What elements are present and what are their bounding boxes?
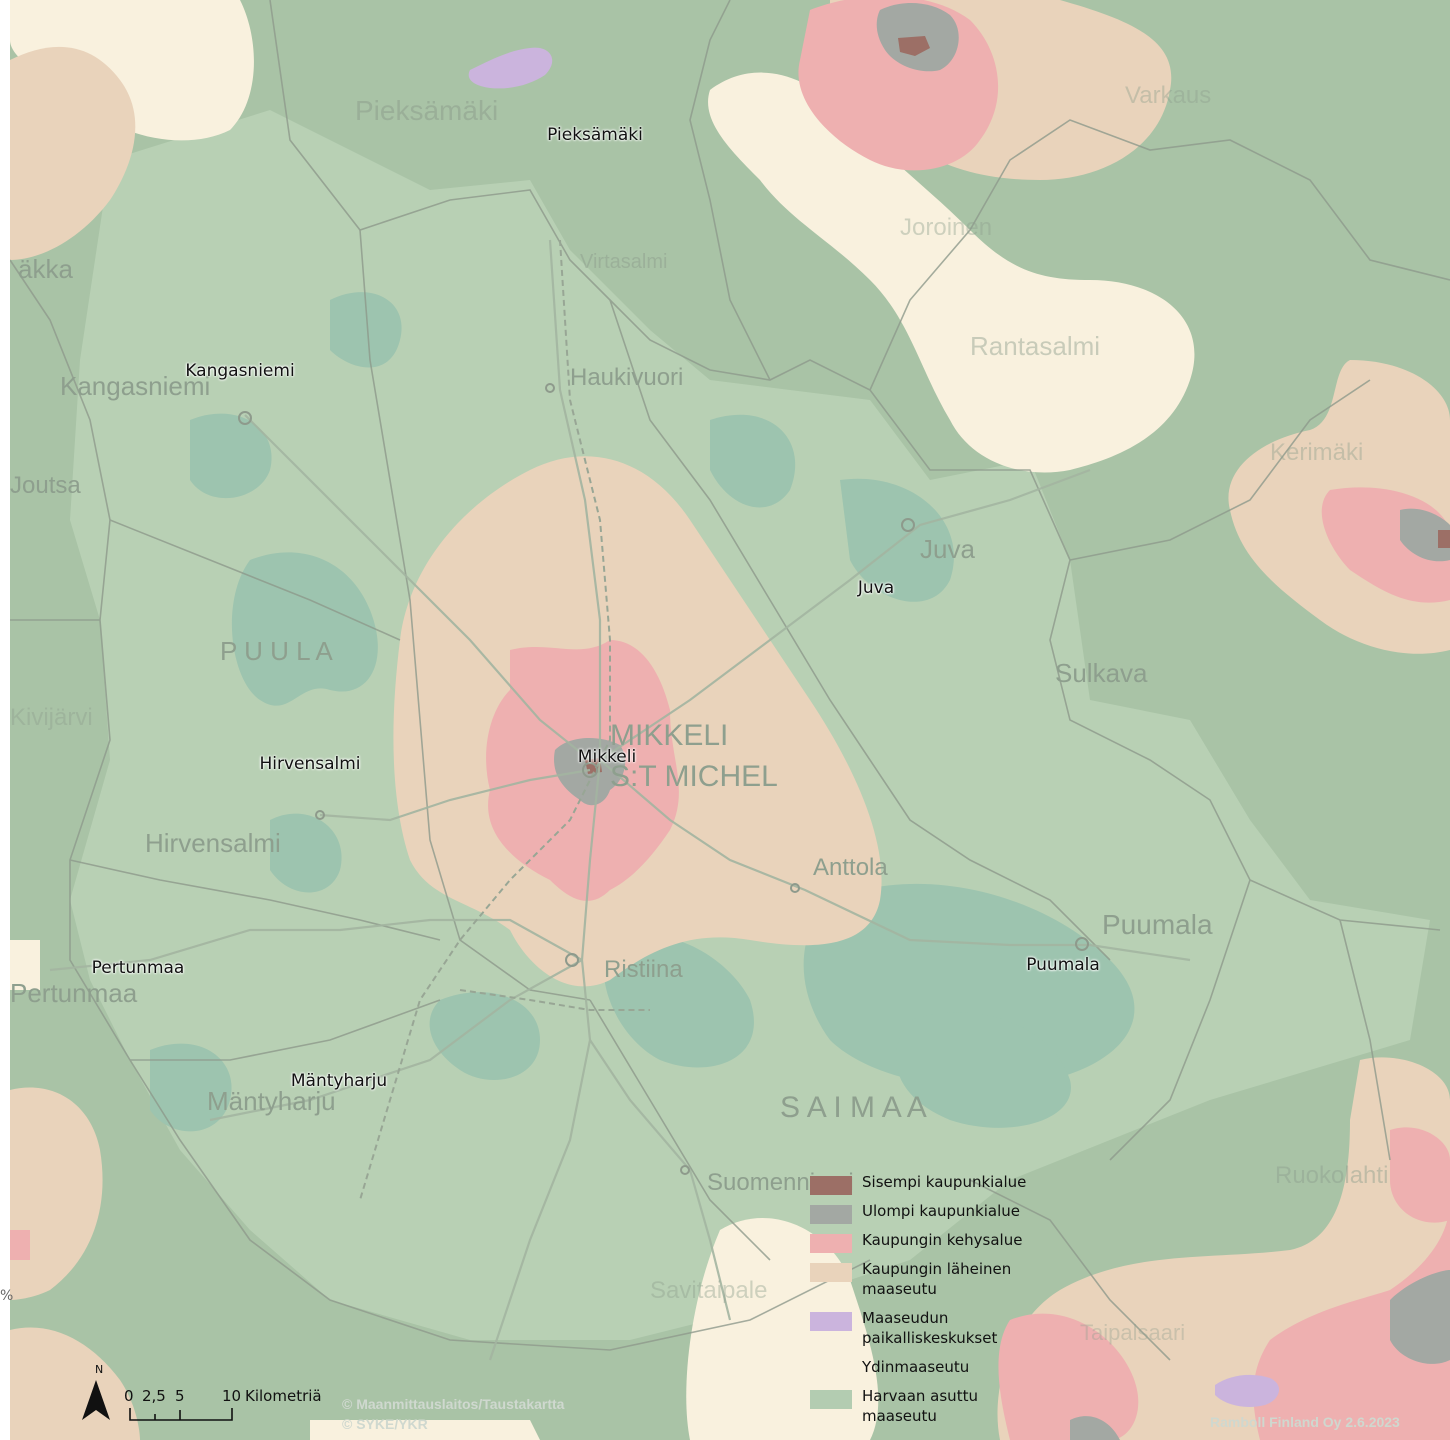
basemap-label-mikkeli: MIKKELI — [610, 719, 728, 752]
legend-item: Maaseudun paikalliskeskukset — [810, 1308, 1050, 1348]
place-label-pertunmaa: Pertunmaa — [91, 958, 185, 978]
legend-label: Harvaan asuttu maaseutu — [862, 1387, 978, 1425]
place-label-juva: Juva — [857, 578, 895, 598]
municipal-borders — [10, 0, 1450, 1361]
local-centres — [468, 47, 1280, 1407]
basemap-label-kangasniemi: Kangasniemi — [60, 371, 210, 401]
basemap-label-ristiina: Ristiina — [604, 956, 683, 983]
legend-item: Ydinmaaseutu — [810, 1357, 1050, 1380]
basemap-label-imatra: Taipalsaari — [1080, 1320, 1185, 1345]
legend-label: Ydinmaaseutu — [862, 1358, 970, 1376]
legend-swatch — [810, 1205, 852, 1224]
core-rural-areas — [10, 0, 1195, 1440]
legend-item: Kaupungin läheinen maaseutu — [810, 1259, 1050, 1299]
place-label-kangasniemi: Kangasniemi — [185, 361, 295, 381]
basemap-label-savitaipale: Savitaipale — [650, 1277, 767, 1304]
basemap-label-pieksamaki: Pieksämäki — [355, 95, 498, 126]
roads — [49, 239, 1191, 1361]
legend-swatch — [810, 1390, 852, 1409]
scale-tick-10: 10 — [222, 1387, 242, 1405]
map-legend: Sisempi kaupunkialue Ulompi kaupunkialue… — [810, 1172, 1050, 1435]
basemap-labels: Pieksämäki äkka Kangasniemi Haukivuori J… — [10, 82, 1388, 1345]
place-label-puumala: Puumala — [1026, 955, 1100, 975]
place-label-mikkeli: Mikkeli — [577, 747, 637, 767]
basemap-label-puumala: Puumala — [1102, 909, 1213, 940]
legend-item: Kaupungin kehysalue — [810, 1230, 1050, 1253]
basemap-label-saimaa: S A I M A A — [780, 1091, 927, 1124]
legend-swatch — [810, 1176, 852, 1195]
basemap-label-haukivuori: Haukivuori — [570, 364, 683, 391]
legend-swatch — [810, 1263, 852, 1282]
basemap-label-akka: äkka — [18, 254, 73, 284]
basemap-label-st-michel: S:T MICHEL — [610, 760, 778, 793]
legend-swatch — [810, 1312, 852, 1331]
railway — [359, 239, 650, 1201]
scale-tick-0: 0 — [124, 1387, 134, 1405]
basemap-credit: © Maanmittauslaitos/Taustakartta — [342, 1396, 565, 1412]
data-credit: © SYKE/YKR — [342, 1416, 428, 1432]
basemap-label-puula: P U U L A — [220, 636, 333, 666]
scale-bar — [129, 1408, 233, 1421]
legend-swatch — [810, 1361, 852, 1380]
basemap-label-mantyharju: Mäntyharju — [207, 1086, 336, 1116]
place-label-hirvensalmi: Hirvensalmi — [259, 754, 361, 774]
basemap-label-ruokolahti: Ruokolahti — [1275, 1162, 1388, 1189]
scale-unit: Kilometriä — [245, 1387, 322, 1405]
place-label-mantyharju: Mäntyharju — [290, 1071, 388, 1091]
basemap-label-virtasalmi: Virtasalmi — [580, 251, 667, 273]
basemap-label-varkaus: Varkaus — [1125, 82, 1211, 109]
scale-tick-5: 5 — [175, 1387, 185, 1405]
legend-label: Kaupungin kehysalue — [862, 1231, 1023, 1249]
basemap-label-anttola: Anttola — [813, 854, 888, 881]
legend-item: Ulompi kaupunkialue — [810, 1201, 1050, 1224]
legend-item: Harvaan asuttu maaseutu — [810, 1386, 1050, 1426]
urban-fringe-areas — [10, 0, 1450, 1440]
legend-label: Ulompi kaupunkialue — [862, 1202, 1020, 1220]
legend-label: Maaseudun paikalliskeskukset — [862, 1309, 998, 1347]
basemap-label-joroinen: Joroinen — [900, 214, 992, 241]
basemap-label-sulkava: Sulkava — [1055, 658, 1148, 688]
basemap-label-hirvensalmi: Hirvensalmi — [145, 828, 281, 858]
basemap-label-juva: Juva — [920, 534, 975, 564]
legend-label: Kaupungin läheinen maaseutu — [862, 1260, 1012, 1298]
legend-swatch — [810, 1234, 852, 1253]
legend-label: Sisempi kaupunkialue — [862, 1173, 1027, 1191]
basemap-label-tavelsjo: Joutsa — [10, 472, 81, 499]
legend-item: Sisempi kaupunkialue — [810, 1172, 1050, 1195]
basemap-label-pertunmaa: Pertunmaa — [10, 978, 138, 1008]
basemap-label-kerimaki: Kerimäki — [1270, 439, 1363, 466]
basemap-label-rantasalmi: Rantasalmi — [970, 331, 1100, 361]
scale-tick-2-5: 2,5 — [142, 1387, 166, 1405]
town-markers — [238, 383, 1089, 1175]
map-canvas[interactable]: Pieksämäki äkka Kangasniemi Haukivuori J… — [10, 0, 1450, 1440]
place-label-pieksamaki: Pieksämäki — [547, 125, 643, 145]
north-arrow-icon: N — [82, 1363, 110, 1420]
svg-text:N: N — [95, 1363, 103, 1376]
edge-text: % — [0, 1288, 14, 1304]
basemap-label-hartola: Kivijärvi — [10, 704, 93, 731]
author-credit: Ramboll Finland Oy 2.6.2023 — [1210, 1414, 1400, 1430]
